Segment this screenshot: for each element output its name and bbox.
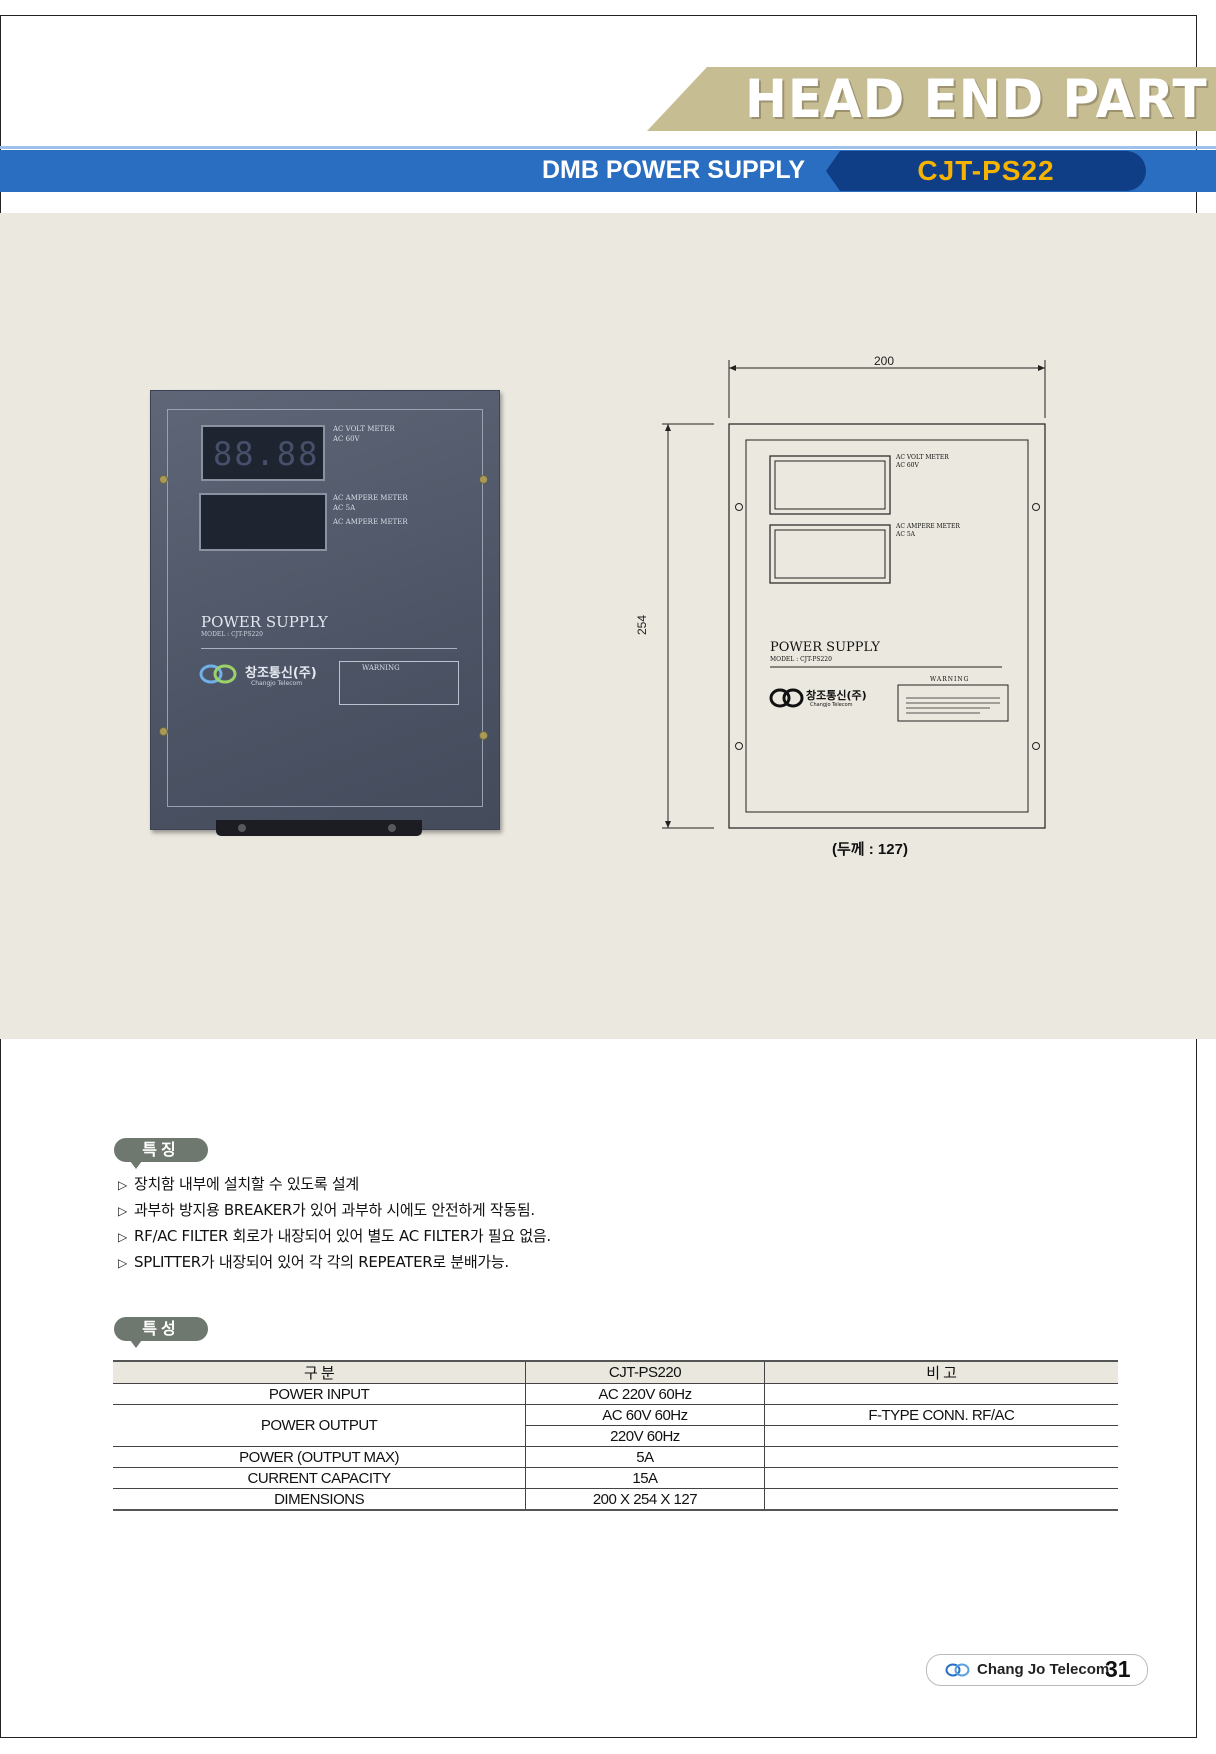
product-title: DMB POWER SUPPLY — [542, 156, 806, 184]
feature-text: SPLITTER가 내장되어 있어 각 각의 REPEATER로 분배가능. — [134, 1253, 509, 1271]
table-row: POWER OUTPUT AC 60V 60Hz F-TYPE CONN. RF… — [113, 1404, 1118, 1447]
header-model: CJT-PS220 — [525, 1360, 765, 1384]
device-brand-sub: Changjo Telecom — [251, 680, 303, 687]
model-pill — [826, 151, 1146, 191]
device-inner-border — [167, 409, 483, 807]
drawing-volt-meter-sub: AC 60V — [896, 462, 919, 469]
footer-brand: Chang Jo Telecom — [977, 1661, 1110, 1678]
device-mounting-foot — [216, 820, 422, 836]
triangle-bullet-icon: ▷ — [118, 1230, 127, 1244]
technical-drawing: 200 254 AC VOLT METER AC 60V AC AMPERE M… — [635, 350, 1070, 870]
row-label: DIMENSIONS — [113, 1488, 527, 1511]
lcd-digits: 88.88 — [213, 435, 320, 473]
drawing-ampere-meter-label: AC AMPERE METER — [896, 523, 960, 530]
row-note — [764, 1467, 1118, 1489]
changjo-logo-icon — [945, 1663, 970, 1677]
triangle-bullet-icon: ▷ — [118, 1256, 127, 1270]
changjo-logo-icon — [199, 664, 237, 684]
header-note: 비 고 — [764, 1360, 1118, 1384]
row-value: AC 220V 60Hz — [525, 1383, 765, 1405]
feature-text: 장치함 내부에 설치할 수 있도록 설계 — [134, 1175, 359, 1193]
page-number: 31 — [1105, 1656, 1131, 1682]
device-warning-title: WARNING — [362, 664, 400, 672]
table-row: POWER (OUTPUT MAX) 5A — [113, 1446, 1118, 1468]
table-row: CURRENT CAPACITY 15A — [113, 1467, 1118, 1489]
height-dimension: 254 — [635, 614, 650, 636]
features-tag: 특징 — [114, 1138, 208, 1169]
row-note — [764, 1446, 1118, 1468]
row-label: CURRENT CAPACITY — [113, 1467, 527, 1489]
device-panel-title: POWER SUPPLY — [201, 613, 328, 631]
list-item: ▷ 장치함 내부에 설치할 수 있도록 설계 — [118, 1172, 551, 1198]
list-item: ▷ SPLITTER가 내장되어 있어 각 각의 REPEATER로 분배가능. — [118, 1250, 551, 1276]
drawing-volt-meter-label: AC VOLT METER — [896, 454, 949, 461]
screw — [479, 731, 488, 740]
product-bar-highlight — [0, 146, 1216, 149]
foot-hole — [388, 824, 396, 832]
thickness-label: (두께 : 127) — [832, 841, 908, 858]
row-value: 200 X 254 X 127 — [525, 1488, 765, 1511]
screw — [159, 475, 168, 484]
row-note — [764, 1425, 1118, 1447]
row-label: POWER (OUTPUT MAX) — [113, 1446, 527, 1468]
spec-table: 구 분 CJT-PS220 비 고 POWER INPUT AC 220V 60… — [113, 1360, 1118, 1511]
ampere-meter-display — [199, 493, 327, 551]
drawing-ampere-meter-sub: AC 5A — [896, 531, 915, 538]
row-value: 15A — [525, 1467, 765, 1489]
section-title: HEAD END PART — [745, 68, 1208, 130]
foot-hole — [238, 824, 246, 832]
feature-text: RF/AC FILTER 회로가 내장되어 있어 별도 AC FILTER가 필… — [134, 1227, 551, 1245]
row-value: 220V 60Hz — [525, 1425, 765, 1447]
device-photo: 88.88 AC VOLT METER AC 60V AC AMPERE MET… — [150, 390, 500, 830]
drawing-warning-title: WARNING — [930, 676, 970, 683]
triangle-bullet-icon: ▷ — [118, 1178, 127, 1192]
row-value: 5A — [525, 1446, 765, 1468]
model-number: CJT-PS22 — [917, 155, 1055, 186]
section-banner — [647, 67, 1216, 131]
volt-meter-display: 88.88 — [201, 425, 325, 481]
header-category: 구 분 — [113, 1360, 527, 1384]
drawing-brand: 창조통신(주) — [806, 689, 867, 702]
footer-badge: Chang Jo Telecom 31 — [926, 1654, 1148, 1686]
feature-text: 과부하 방지용 BREAKER가 있어 과부하 시에도 안전하게 작동됨. — [134, 1201, 535, 1219]
device-warning-plate: WARNING — [339, 661, 459, 705]
table-header-row: 구 분 CJT-PS220 비 고 — [113, 1360, 1118, 1384]
ampere-meter-label-2: AC AMPERE METER — [333, 518, 408, 526]
triangle-bullet-icon: ▷ — [118, 1204, 127, 1218]
screw — [159, 727, 168, 736]
row-label: POWER OUTPUT — [113, 1404, 527, 1447]
row-value: AC 60V 60Hz — [525, 1404, 765, 1426]
row-note — [764, 1383, 1118, 1405]
list-item: ▷ 과부하 방지용 BREAKER가 있어 과부하 시에도 안전하게 작동됨. — [118, 1198, 551, 1224]
device-brand: 창조통신(주) — [245, 666, 317, 681]
table-row: DIMENSIONS 200 X 254 X 127 — [113, 1488, 1118, 1511]
features-list: ▷ 장치함 내부에 설치할 수 있도록 설계 ▷ 과부하 방지용 BREAKER가 … — [118, 1172, 551, 1276]
width-dimension: 200 — [874, 354, 895, 368]
row-note: F-TYPE CONN. RF/AC — [764, 1404, 1118, 1426]
drawing-panel-title: POWER SUPPLY — [770, 640, 880, 655]
volt-meter-sub: AC 60V — [333, 435, 360, 443]
volt-meter-label: AC VOLT METER — [333, 425, 395, 433]
specs-tag: 특성 — [114, 1317, 208, 1348]
table-row: POWER INPUT AC 220V 60Hz — [113, 1383, 1118, 1405]
screw — [479, 475, 488, 484]
ampere-meter-sub: AC 5A — [333, 504, 356, 512]
row-label: POWER INPUT — [113, 1383, 527, 1405]
row-note — [764, 1488, 1118, 1511]
table-row: 220V 60Hz — [113, 1425, 1118, 1447]
drawing-brand-sub: Changjo Telecom — [810, 702, 853, 708]
drawing-panel-model: MODEL : CJT-PS220 — [770, 656, 832, 663]
ampere-meter-label: AC AMPERE METER — [333, 494, 408, 502]
device-divider — [201, 648, 457, 649]
device-panel-model: MODEL : CJT-PS220 — [201, 631, 263, 638]
drawing-lines — [662, 360, 1046, 829]
list-item: ▷ RF/AC FILTER 회로가 내장되어 있어 별도 AC FILTER가 … — [118, 1224, 551, 1250]
